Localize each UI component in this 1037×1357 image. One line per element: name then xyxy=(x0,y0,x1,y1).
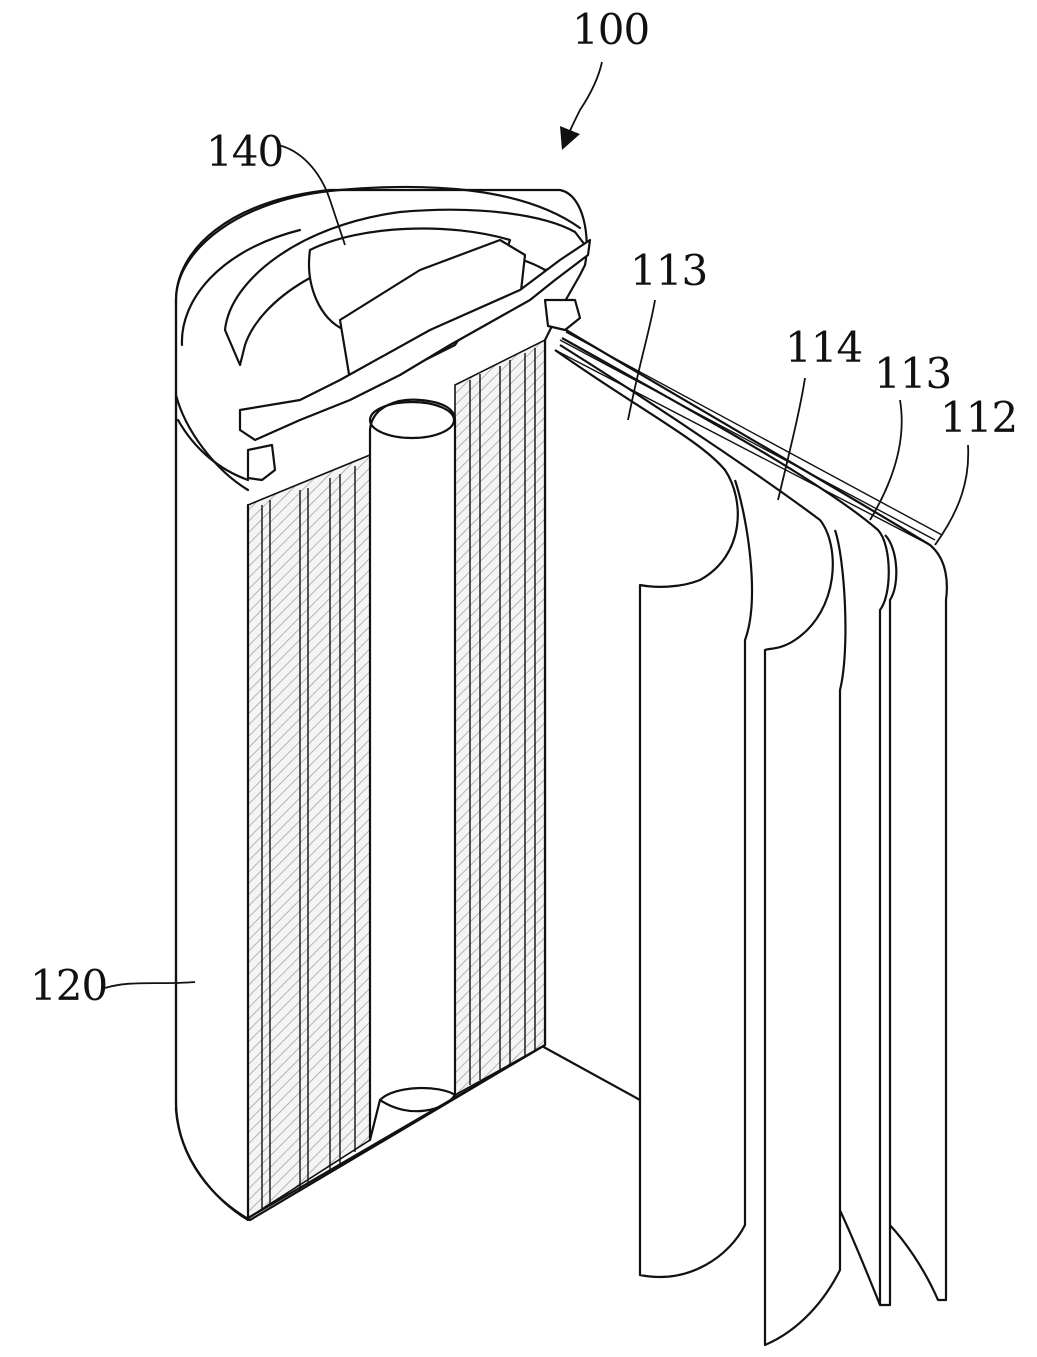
label-case: 120 xyxy=(30,961,107,1010)
label-negative-electrode: 114 xyxy=(785,323,862,372)
label-separator-inner: 113 xyxy=(630,246,707,295)
label-positive-electrode: 112 xyxy=(940,393,1017,442)
leader-positive-electrode xyxy=(935,445,968,545)
label-assembly: 100 xyxy=(572,5,649,54)
arrow-assembly xyxy=(566,62,602,140)
cut-bottom-edge xyxy=(540,1045,640,1100)
label-separator-outer: 113 xyxy=(874,349,951,398)
leader-separator-outer xyxy=(870,400,902,520)
left-cut-face xyxy=(248,455,370,1218)
cap-crimp-step xyxy=(545,300,580,330)
label-cap-assembly: 140 xyxy=(206,127,283,176)
center-pin xyxy=(370,400,455,1140)
electrode-sheets xyxy=(540,330,947,1345)
